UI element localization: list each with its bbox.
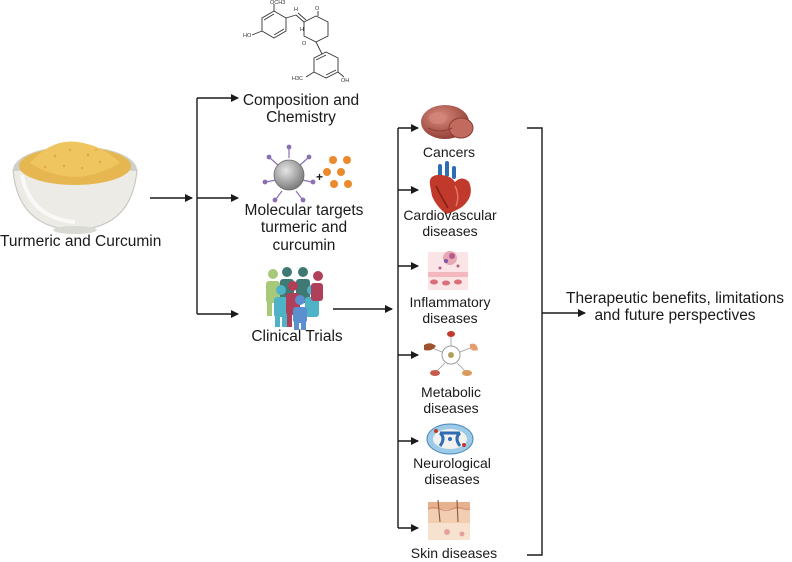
source-label: Turmeric and Curcumin [0,233,162,250]
tumor-icon [421,105,474,139]
cardio-label-line-1: Cardiovascular [403,207,497,223]
atom-h-2: H [300,27,304,33]
atom-h3c: H3C [292,76,303,82]
cancers-label-line-1: Cancers [422,144,476,160]
neuro-label-line-1: Neurological [413,455,491,471]
closing-bracket [527,127,543,556]
skin-layers-icon [427,499,471,540]
inflammatory-label-line-2: diseases [422,309,478,326]
atom-och3-top: OCH3 [270,0,285,6]
neuro-label: Neurological diseases [404,455,500,487]
metabolic-label-line-2: diseases [423,399,479,416]
metabolic-label: Metabolic diseases [406,384,496,416]
targets-label-line-1: Molecular targets [244,202,364,219]
connectors [150,94,586,556]
outcome-label: Therapeutic benefits, limitations and fu… [566,290,784,325]
targets-label: Molecular targets turmeric and curcumin [234,202,374,254]
clinical-trials-people-icon [266,267,323,330]
outcome-label-line-2: and future perspectives [594,307,756,325]
curcumin-structure-icon [251,4,345,79]
cardio-label: Cardiovascular diseases [400,207,500,239]
targets-label-line-2: turmeric and [260,219,348,237]
metabolic-label-line-1: Metabolic [421,384,481,400]
atom-ho-top: HO [243,33,252,39]
cardio-label-line-2: diseases [422,222,478,239]
neuro-label-line-2: diseases [424,470,480,487]
spinal-cord-icon [426,423,474,455]
inflammatory-label-line-1: Inflammatory [409,294,491,310]
trials-label: Clinical Trials [236,328,358,345]
molecular-target-nanoparticle-icon: + [262,144,352,203]
inflammatory-label: Inflammatory diseases [402,294,498,326]
atom-carbonyl-o: O [315,6,320,12]
svg-text:+: + [316,170,323,184]
atom-oh-bottom: OH [341,78,349,84]
turmeric-bowl-icon [12,141,138,234]
composition-label-line-2: Chemistry [266,109,336,127]
targets-label-line-3: curcumin [272,236,336,254]
curcumin-atom-labels: OCH3 HO H H O O H3C OH [243,0,349,84]
composition-label-line-1: Composition and [242,92,360,109]
cancers-label: Cancers [406,144,492,161]
composition-label: Composition and Chemistry [230,92,372,127]
atom-h-1: H [294,7,298,13]
source-label-text: Turmeric and Curcumin [0,233,162,250]
skin-label: Skin diseases [404,545,504,562]
skin-label-line-1: Skin diseases [410,545,498,561]
outcome-label-line-1: Therapeutic benefits, limitations [566,290,784,307]
metabolic-organs-icon [424,331,478,376]
heart-icon [429,161,471,214]
atom-ring-o: O [302,41,307,47]
inflammation-icon [428,251,468,290]
trials-label-text: Clinical Trials [251,328,343,345]
